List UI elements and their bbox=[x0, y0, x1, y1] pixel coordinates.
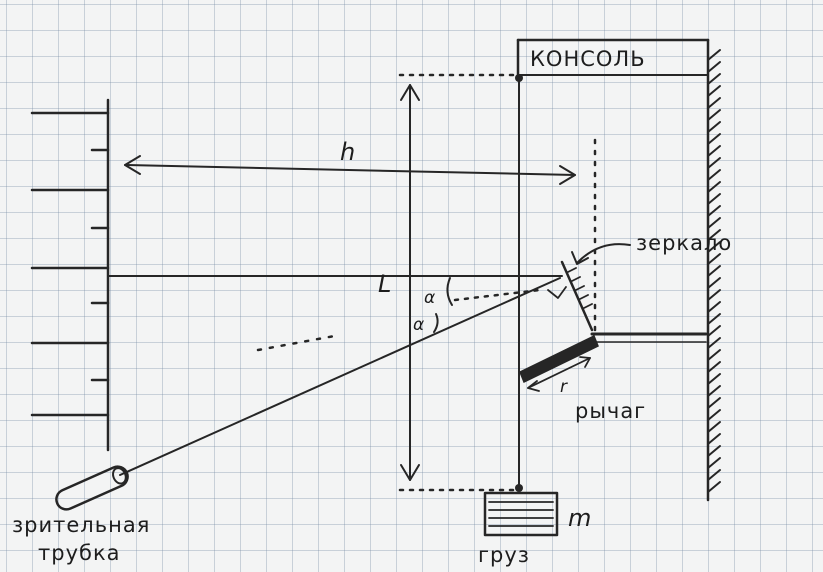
wire-bottom-pivot bbox=[515, 484, 523, 492]
wall-hatch-stroke bbox=[707, 277, 721, 289]
wall-hatch-stroke bbox=[707, 349, 721, 361]
distance-arrow-h bbox=[124, 155, 576, 185]
weight bbox=[483, 491, 559, 537]
light-ray-inclined bbox=[119, 277, 561, 476]
wall-hatch-stroke bbox=[707, 265, 721, 277]
telescope-label-line2: трубка bbox=[38, 541, 121, 565]
wall-hatch-stroke bbox=[707, 397, 721, 409]
mirror-label: зеркало bbox=[636, 231, 732, 255]
wall-hatch-stroke bbox=[707, 205, 721, 217]
mirror bbox=[547, 260, 594, 332]
wall-hatch-stroke bbox=[707, 145, 721, 157]
wall-hatch-stroke bbox=[707, 181, 721, 193]
angle-alpha-label: α bbox=[424, 288, 435, 308]
wall-hatch-stroke bbox=[707, 157, 721, 169]
wall-hatch-stroke bbox=[707, 421, 721, 433]
wall-hatch-stroke bbox=[707, 361, 721, 373]
arm-r-label: r bbox=[560, 377, 568, 397]
wall-hatch-stroke bbox=[707, 433, 721, 445]
wall-hatch-stroke bbox=[707, 97, 721, 109]
wall-hatch-stroke bbox=[707, 49, 721, 61]
wall-hatch-stroke bbox=[707, 445, 721, 457]
console-label: КОНСОЛЬ bbox=[530, 47, 646, 71]
wall-hatch-stroke bbox=[707, 109, 721, 121]
wall-hatch-stroke bbox=[707, 61, 721, 73]
wall-hatch-stroke bbox=[707, 337, 721, 349]
weight-label: груз bbox=[478, 543, 530, 567]
wall-hatch-stroke bbox=[707, 193, 721, 205]
wall-hatch-stroke bbox=[707, 169, 721, 181]
angle-alpha2-label: α bbox=[413, 315, 424, 335]
lever bbox=[519, 332, 708, 392]
angle-marks bbox=[433, 277, 453, 333]
wall-hatch-stroke bbox=[707, 313, 721, 325]
height-arrow-L bbox=[400, 84, 420, 481]
wall-hatch-stroke bbox=[707, 373, 721, 385]
lever-label: рычаг bbox=[575, 399, 646, 423]
wall-hatch-stroke bbox=[707, 301, 721, 313]
console-frame bbox=[516, 38, 710, 502]
wire-top-pivot bbox=[515, 74, 523, 82]
telescope bbox=[55, 465, 129, 511]
mirror-pointer bbox=[571, 243, 631, 265]
mass-label: m bbox=[568, 504, 591, 532]
wall-hatch-stroke bbox=[707, 481, 721, 493]
wall-hatch-stroke bbox=[707, 253, 721, 265]
wall-hatch-stroke bbox=[707, 409, 721, 421]
wall-hatch-stroke bbox=[707, 121, 721, 133]
wall-hatch-stroke bbox=[707, 289, 721, 301]
wall-hatch-stroke bbox=[707, 325, 721, 337]
dotted-guides bbox=[256, 73, 597, 492]
wall-hatch-stroke bbox=[707, 241, 721, 253]
wall-hatching bbox=[707, 49, 721, 493]
wall-hatch-stroke bbox=[707, 469, 721, 481]
distance-h-label: h bbox=[340, 138, 355, 166]
wall-hatch-stroke bbox=[707, 217, 721, 229]
distance-L-label: L bbox=[378, 270, 391, 298]
wall-hatch-stroke bbox=[707, 457, 721, 469]
wall-hatch-stroke bbox=[707, 229, 721, 241]
wall-hatch-stroke bbox=[707, 385, 721, 397]
wall-hatch-stroke bbox=[707, 73, 721, 85]
wall-hatch-stroke bbox=[707, 85, 721, 97]
telescope-label-line1: зрительная bbox=[12, 513, 150, 537]
scale-ruler bbox=[30, 98, 110, 452]
wall-hatch-stroke bbox=[707, 133, 721, 145]
